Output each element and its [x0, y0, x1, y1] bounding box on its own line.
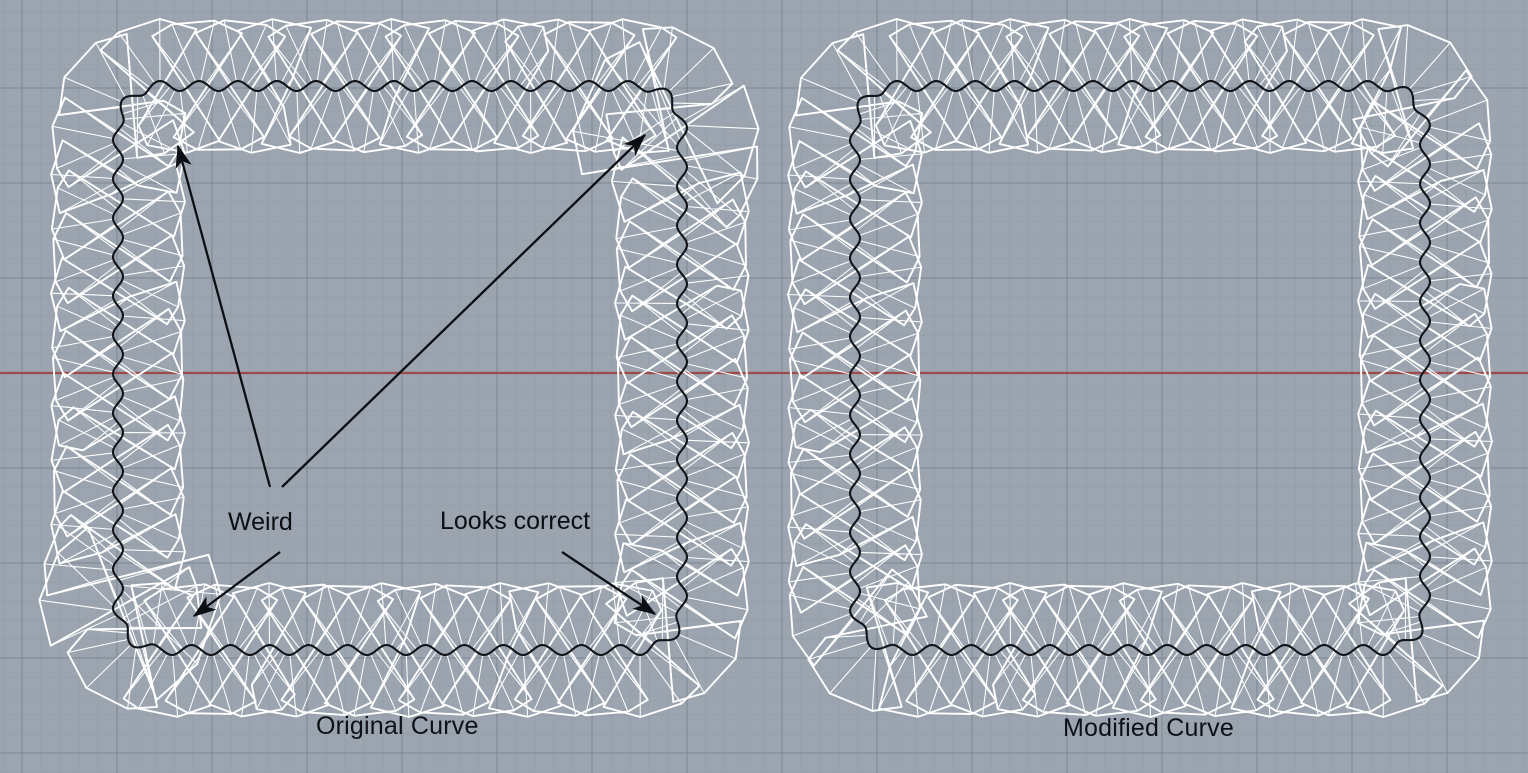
annotation-label-weird: Weird [228, 508, 293, 536]
curvature-envelope-original [38, 18, 760, 718]
annotation-label-looks-correct: Looks correct [440, 507, 591, 535]
annotation-arrows [175, 134, 657, 617]
curve-modified[interactable] [848, 79, 1432, 657]
curvature-graph-modified [787, 18, 1493, 718]
annotation-arrow-weird-1 [175, 144, 272, 488]
annotation-arrow-looks-correct-1 [281, 134, 646, 488]
curvature-hairs-modified [788, 18, 1492, 718]
annotation-arrow-weird-2 [192, 551, 281, 617]
curve-layer [38, 18, 1493, 718]
curvature-envelope-modified [787, 18, 1493, 718]
caption-modified-curve: Modified Curve [1063, 714, 1234, 742]
annotation-arrow-looks-correct-2 [561, 551, 657, 615]
curvature-graph-original [38, 18, 760, 718]
curve-original[interactable] [111, 79, 689, 657]
caption-original-curve: Original Curve [316, 712, 479, 740]
